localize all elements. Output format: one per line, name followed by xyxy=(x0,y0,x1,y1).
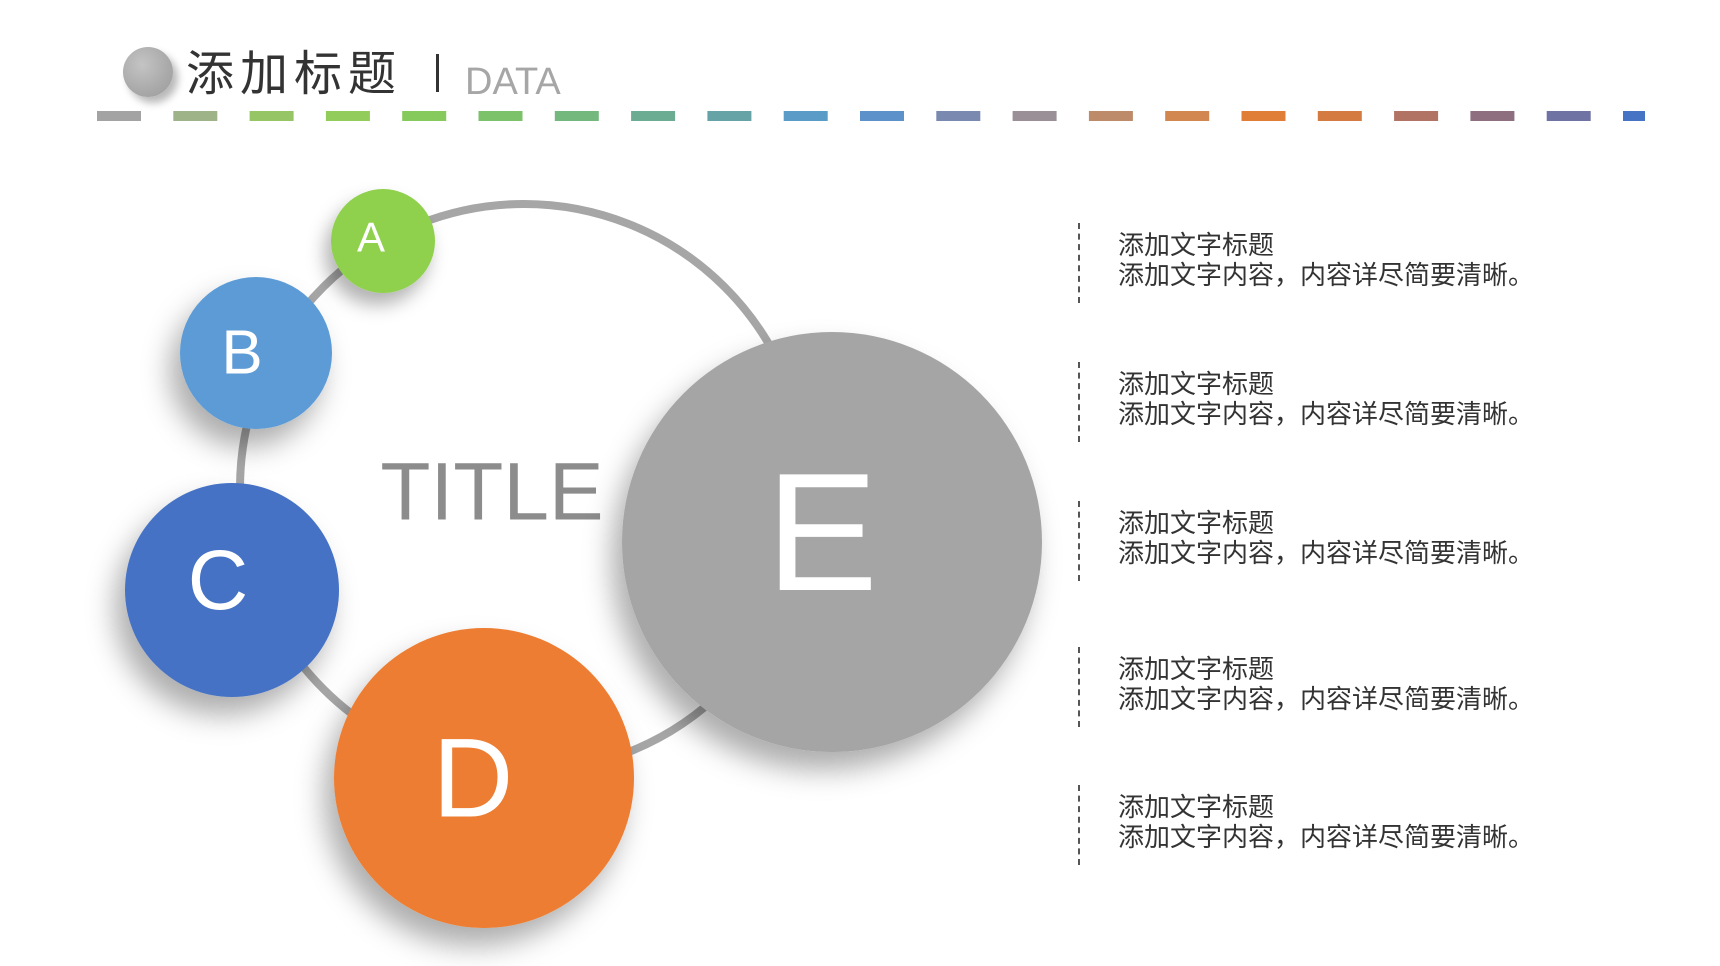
title-separator xyxy=(436,54,439,92)
list-item: 添加文字标题 添加文字内容，内容详尽简要清晰。 xyxy=(1078,223,1638,303)
circle-a-label: A xyxy=(357,214,385,261)
diagram-center-title: TITLE xyxy=(380,447,603,538)
circle-a: A xyxy=(331,189,435,293)
divider-dash xyxy=(173,111,218,121)
divider-dash xyxy=(1088,111,1133,121)
item-title: 添加文字标题 xyxy=(1118,793,1275,823)
divider-dash xyxy=(1470,111,1515,121)
dashed-divider xyxy=(1078,362,1080,442)
list-item: 添加文字标题 添加文字内容，内容详尽简要清晰。 xyxy=(1078,785,1638,865)
page-subtitle: DATA xyxy=(465,61,561,103)
divider-dash xyxy=(707,111,752,121)
divider-dash xyxy=(1623,111,1645,121)
circle-e: E xyxy=(622,332,1042,752)
list-item: 添加文字标题 添加文字内容，内容详尽简要清晰。 xyxy=(1078,362,1638,442)
dashed-divider xyxy=(1078,501,1080,581)
dashed-divider xyxy=(1078,647,1080,727)
divider-dash xyxy=(402,111,447,121)
item-body: 添加文字内容，内容详尽简要清晰。 xyxy=(1118,400,1535,430)
item-title: 添加文字标题 xyxy=(1118,509,1275,539)
title-bullet-icon xyxy=(123,47,173,97)
divider-dash xyxy=(1241,111,1286,121)
item-body: 添加文字内容，内容详尽简要清晰。 xyxy=(1118,685,1535,715)
list-item: 添加文字标题 添加文字内容，内容详尽简要清晰。 xyxy=(1078,501,1638,581)
divider-dash xyxy=(936,111,981,121)
item-title: 添加文字标题 xyxy=(1118,655,1275,685)
header-divider xyxy=(97,111,1645,121)
divider-dash xyxy=(97,111,141,121)
divider-dash xyxy=(1317,111,1362,121)
dashed-divider xyxy=(1078,785,1080,865)
circle-d: D xyxy=(334,628,634,928)
divider-dash xyxy=(1394,111,1439,121)
divider-dash xyxy=(554,111,599,121)
dashed-divider xyxy=(1078,223,1080,303)
circle-d-label: D xyxy=(433,716,514,841)
divider-dash xyxy=(325,111,370,121)
circle-e-label: E xyxy=(766,438,878,626)
circle-b: B xyxy=(180,277,332,429)
divider-dash xyxy=(1012,111,1057,121)
page-title: 添加标题 xyxy=(186,46,403,102)
divider-dash xyxy=(1546,111,1591,121)
item-title: 添加文字标题 xyxy=(1118,231,1275,261)
circle-c-label: C xyxy=(188,533,249,627)
circle-b-label: B xyxy=(221,319,262,388)
divider-dash xyxy=(1165,111,1210,121)
circle-c: C xyxy=(125,483,339,697)
divider-dash xyxy=(783,111,828,121)
divider-dash xyxy=(478,111,523,121)
divider-dash xyxy=(631,111,676,121)
item-body: 添加文字内容，内容详尽简要清晰。 xyxy=(1118,261,1535,291)
item-body: 添加文字内容，内容详尽简要清晰。 xyxy=(1118,539,1535,569)
item-body: 添加文字内容，内容详尽简要清晰。 xyxy=(1118,823,1535,853)
item-title: 添加文字标题 xyxy=(1118,370,1275,400)
divider-dash xyxy=(249,111,294,121)
list-item: 添加文字标题 添加文字内容，内容详尽简要清晰。 xyxy=(1078,647,1638,727)
divider-dash xyxy=(860,111,904,121)
